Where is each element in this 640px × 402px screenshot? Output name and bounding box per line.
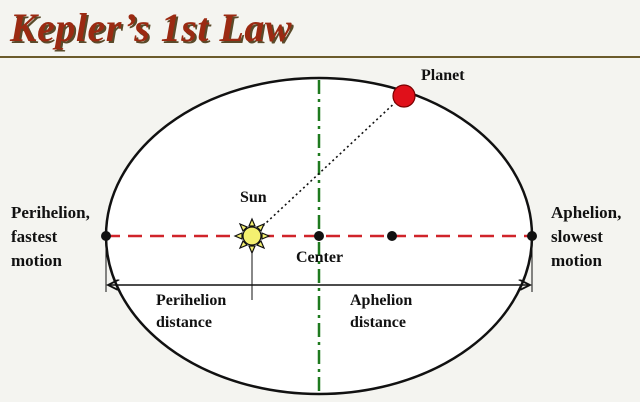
perihelion-label-line2: fastest: [11, 227, 58, 246]
perihelion-label-line1: Perihelion,: [11, 203, 90, 222]
center-point: [314, 231, 324, 241]
sun-label: Sun: [240, 189, 267, 206]
planet-label: Planet: [421, 67, 465, 84]
perihelion-point: [101, 231, 111, 241]
aphelion-label-line3: motion: [551, 251, 603, 270]
aphelion-distance-line2: distance: [350, 314, 406, 331]
focus-point: [387, 231, 397, 241]
perihelion-distance-line2: distance: [156, 314, 212, 331]
perihelion-distance-line1: Perihelion: [156, 292, 226, 309]
aphelion-point: [527, 231, 537, 241]
sun-icon: [233, 217, 271, 255]
planet-icon: [392, 84, 416, 108]
aphelion-label-line1: Aphelion,: [551, 203, 621, 222]
center-label: Center: [296, 249, 343, 266]
perihelion-label-line3: motion: [11, 251, 63, 270]
aphelion-label-line2: slowest: [551, 227, 603, 246]
page-title: Kepler’s 1st Law: [10, 5, 293, 50]
title-underline: [0, 56, 640, 58]
sun-planet-line: [251, 97, 401, 237]
aphelion-distance-line1: Aphelion: [350, 292, 412, 309]
